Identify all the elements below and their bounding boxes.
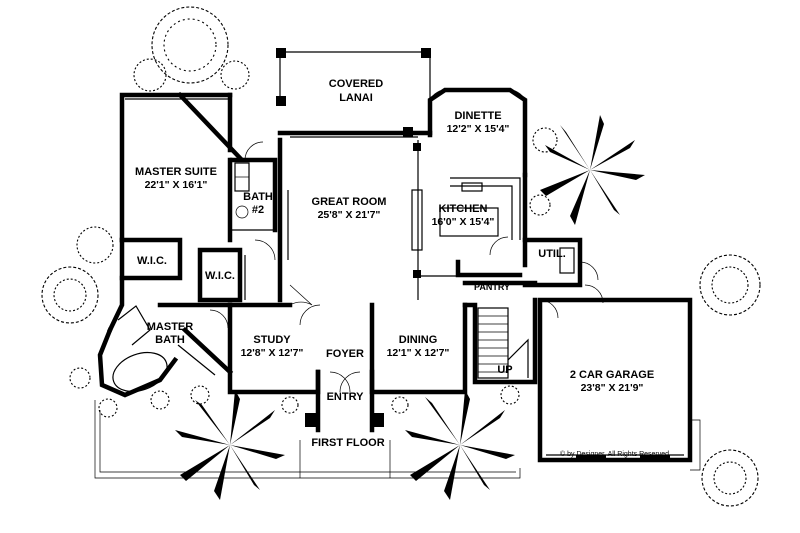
- stair-treads: [478, 315, 508, 373]
- study-dims: 12'8" X 12'7": [241, 347, 304, 359]
- plan-title: FIRST FLOOR: [311, 437, 384, 449]
- util-label: UTIL.: [538, 248, 566, 260]
- door-swing-icon: [209, 89, 604, 393]
- copyright-note: © by Designer, All Rights Reserved: [560, 450, 669, 458]
- interior-walls: [97, 92, 575, 398]
- bath2-label-1: BATH: [243, 191, 273, 203]
- pantry-label: PANTRY: [474, 282, 510, 292]
- dinette-label: DINETTE: [454, 110, 501, 122]
- covered-lanai-label-1: COVERED: [329, 78, 383, 90]
- palm-tree-icon: [175, 115, 645, 500]
- great-room-label: GREAT ROOM: [312, 196, 387, 208]
- site-outline: [94, 400, 701, 479]
- entry-label: ENTRY: [327, 391, 365, 403]
- wic-right-label: W.I.C.: [205, 270, 235, 282]
- wic-left-label: W.I.C.: [137, 255, 167, 267]
- stair-up-label: UP: [497, 364, 512, 376]
- study-label: STUDY: [253, 334, 291, 346]
- exterior-walls: [106, 87, 693, 463]
- master-bath-label-1: MASTER: [147, 321, 194, 333]
- shrub-icon: [41, 6, 761, 507]
- dinette-dims: 12'2" X 15'4": [447, 123, 510, 135]
- garage-dims: 23'8" X 21'9": [581, 382, 644, 394]
- dining-label: DINING: [399, 334, 438, 346]
- bath2-label-2: #2: [252, 204, 264, 216]
- room-labels: COVERED LANAI DINETTE 12'2" X 15'4" MAST…: [135, 78, 669, 458]
- master-suite-label: MASTER SUITE: [135, 166, 217, 178]
- dining-dims: 12'1" X 12'7": [387, 347, 450, 359]
- kitchen-dims: 16'0" X 15'4": [432, 216, 495, 228]
- kitchen-label: KITCHEN: [439, 203, 488, 215]
- master-bath-label-2: BATH: [155, 334, 185, 346]
- master-suite-dims: 22'1" X 16'1": [145, 179, 208, 191]
- great-room-dims: 25'8" X 21'7": [318, 209, 381, 221]
- covered-lanai-label-2: LANAI: [339, 92, 373, 104]
- foyer-label: FOYER: [326, 348, 364, 360]
- garage-label: 2 CAR GARAGE: [570, 369, 654, 381]
